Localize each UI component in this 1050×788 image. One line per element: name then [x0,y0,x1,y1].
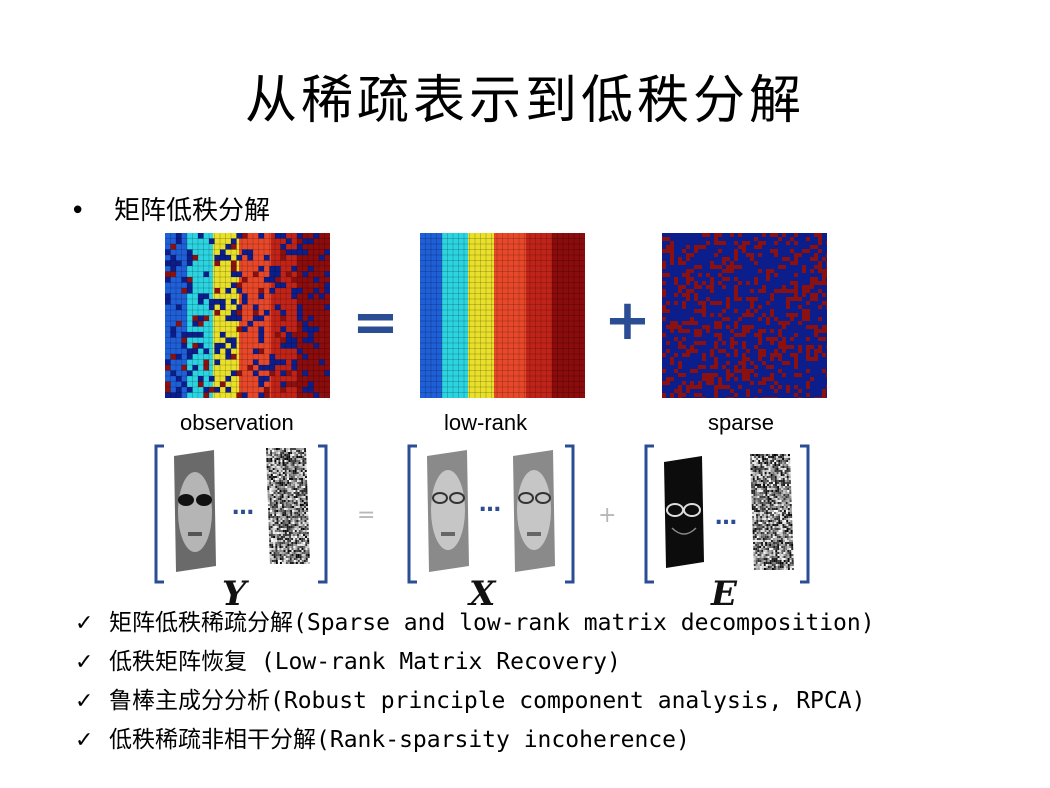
check-icon: ✓ [75,728,94,753]
ellipsis-e: … [715,505,738,530]
observation-matrix [165,233,330,398]
face-low-rank-2 [513,450,555,572]
check-icon: ✓ [75,689,94,714]
observation-grid [165,233,330,398]
main-bullet-text: 矩阵低秩分解 [114,196,271,226]
ellipsis-y: … [232,495,255,520]
list-item-text: 矩阵低秩稀疏分解(Sparse and low-rank matrix deco… [109,610,875,636]
list-item: ✓ 低秩矩阵恢复 (Low-rank Matrix Recovery) [75,643,875,682]
face-with-sunglasses [174,450,216,572]
equals-sign-small: = [357,503,376,528]
bullet-dot: • [70,196,86,226]
matrix-label-x: X [469,574,496,614]
low-rank-grid [420,233,585,398]
check-list: ✓ 矩阵低秩稀疏分解(Sparse and low-rank matrix dec… [75,604,875,760]
ellipsis-x: … [479,492,502,517]
check-icon: ✓ [75,611,94,636]
sparse-face-residual [664,456,704,568]
main-bullet: • 矩阵低秩分解 [70,190,270,227]
list-item: ✓ 鲁棒主成分分析(Robust principle component anal… [75,682,875,721]
noise-column-e [750,454,794,570]
matrix-e-illustration [644,444,810,584]
plus-sign: + [604,288,651,353]
list-item-text: 低秩矩阵恢复 (Low-rank Matrix Recovery) [109,649,621,675]
matrix-x-illustration [407,444,575,584]
sparse-noise [662,233,827,398]
caption-low-rank: low-rank [444,410,528,435]
plus-sign-small: + [598,503,617,528]
observation-noise [165,233,330,398]
matrix-y-illustration [154,444,328,584]
matrix-label-y: Y [222,574,247,614]
equals-sign: = [352,290,399,355]
noise-column-y [266,448,310,564]
caption-sparse: sparse [708,410,775,435]
caption-observation: observation [180,410,294,435]
sparse-matrix [662,233,827,398]
list-item: ✓ 矩阵低秩稀疏分解(Sparse and low-rank matrix dec… [75,604,875,643]
face-low-rank-1 [427,450,469,572]
matrix-label-e: E [711,574,737,614]
low-rank-matrix [420,233,585,398]
slide-title: 从稀疏表示到低秩分解 [244,71,805,131]
list-item-text: 低秩稀疏非相干分解(Rank-sparsity incoherence) [109,727,690,753]
list-item: ✓ 低秩稀疏非相干分解(Rank-sparsity incoherence) [75,721,875,760]
check-icon: ✓ [75,650,94,675]
list-item-text: 鲁棒主成分分析(Robust principle component analy… [109,688,866,714]
